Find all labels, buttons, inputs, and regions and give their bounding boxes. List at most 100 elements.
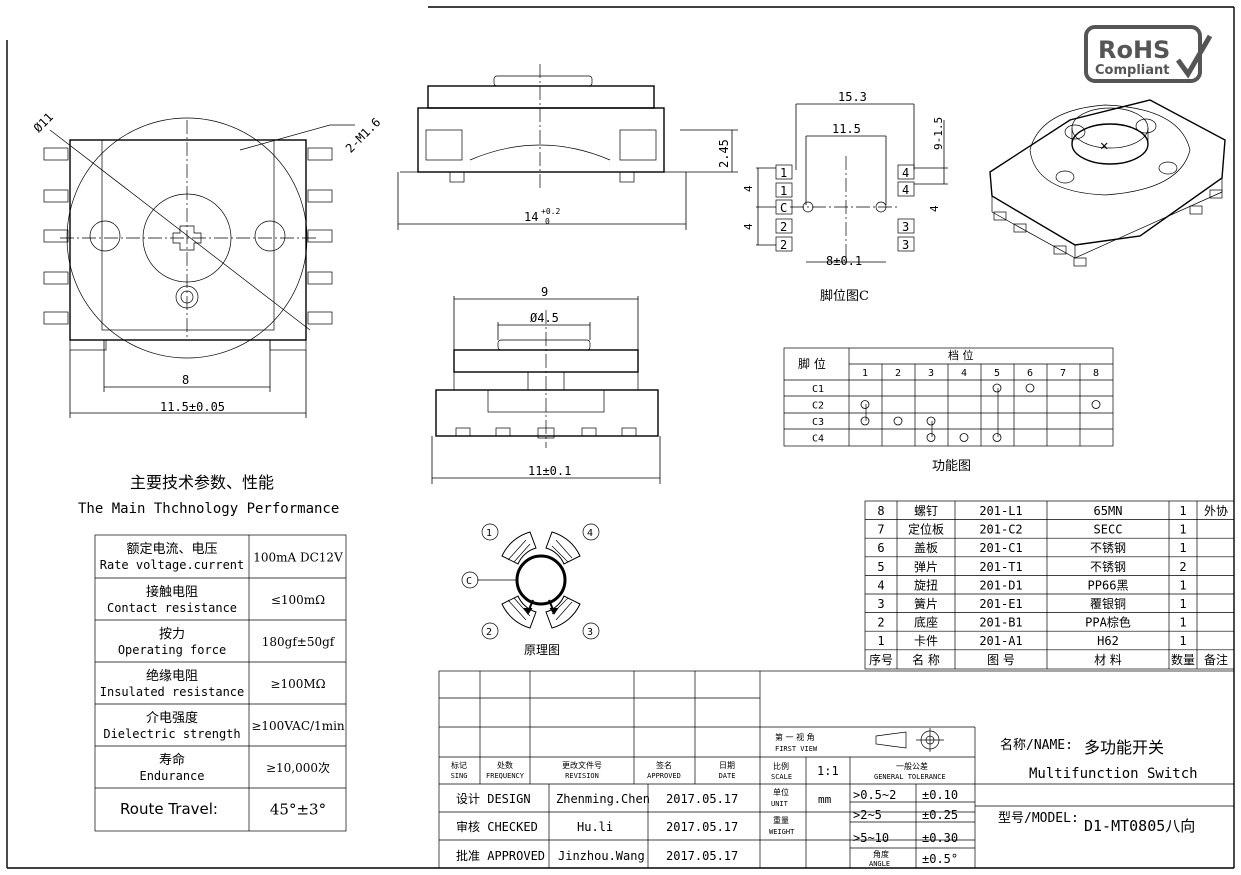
tolerance-cn: 一般公差 — [896, 761, 928, 771]
bom-cell-mat: SECC — [1094, 523, 1123, 537]
function-table-caption: 功能图 — [932, 459, 971, 474]
spec-name-en: Operating force — [118, 643, 226, 657]
rohs-text: RoHS — [1098, 36, 1170, 64]
contact-dot — [959, 433, 969, 442]
designer-name: Zhenming.Chen — [556, 792, 650, 806]
pin-box-right — [897, 218, 915, 234]
scale-en: SCALE — [771, 773, 792, 781]
bom-cell-mat: PPA棕色 — [1085, 615, 1131, 630]
weight-en: WEIGHT — [769, 828, 795, 836]
bom-cell-name: 弹片 — [914, 560, 938, 574]
dim-14-tol-lower: 0 — [545, 217, 550, 226]
bom-cell-code: 201-E1 — [979, 597, 1022, 611]
bom-cell-note: 外协 — [1204, 503, 1228, 518]
spec-name-cn: 按力 — [159, 627, 185, 642]
dim-15.3-label: 15.3 — [838, 90, 867, 104]
dim-2.45-label: 2.45 — [717, 139, 731, 168]
rev-header-cn: 更改文件号 — [562, 760, 602, 770]
position-col-header: 3 — [928, 368, 934, 379]
spec-value: 45°±3° — [270, 801, 326, 819]
bom-cell-no: 4 — [877, 578, 884, 592]
bom-cell-no: 1 — [877, 634, 884, 648]
rohs-logo: RoHS Compliant — [1084, 25, 1213, 83]
product-name-cn: 多功能开关 — [1084, 738, 1164, 757]
position-col-header: 4 — [961, 368, 967, 379]
bom-cell-no: 3 — [877, 597, 884, 611]
position-col-header: 6 — [1027, 368, 1033, 379]
dim-8-pin-label: 8±0.1 — [826, 254, 862, 268]
bom-header-code: 图 号 — [987, 653, 1015, 667]
pin-box-left — [775, 236, 793, 252]
contact-dot — [992, 433, 1002, 442]
dim-14-label: 14 — [524, 210, 538, 224]
bom-cell-mat: 不锈钢 — [1090, 541, 1126, 555]
bom-cell-name: 螺钉 — [914, 504, 938, 518]
bom-cell-code: 201-D1 — [979, 578, 1022, 592]
dim-4a-label: 4 — [742, 185, 755, 192]
approve-label: 批准 APPROVED — [456, 848, 545, 863]
checker-name: Hu.li — [577, 820, 613, 834]
dim-14-tol-upper: +0.2 — [541, 207, 560, 216]
bom-cell-code: 201-A1 — [979, 634, 1022, 648]
approve-date: 2017.05.17 — [666, 849, 738, 863]
bom-cell-name: 定位板 — [908, 522, 944, 537]
pin-box-right — [897, 236, 915, 252]
bom-cell-qty: 1 — [1179, 523, 1186, 537]
pin-label-left: C — [780, 201, 787, 215]
bom-cell-qty: 1 — [1179, 597, 1186, 611]
cross-screw-icon — [172, 225, 202, 251]
rev-header-cn: 日期 — [719, 761, 735, 770]
schematic-label-c: C — [466, 576, 472, 587]
angle-en: ANGLE — [869, 860, 890, 868]
contact-dot — [1091, 400, 1101, 409]
bom-cell-qty: 1 — [1179, 616, 1186, 630]
bom-cell-mat: H62 — [1097, 634, 1119, 648]
checkmark-icon — [1175, 34, 1213, 79]
model-number: D1-MT0805八向 — [1084, 817, 1195, 835]
bom-cell-qty: 1 — [1179, 634, 1186, 648]
spec-name-en: Dielectric strength — [103, 727, 240, 741]
spec-name-en: Contact resistance — [107, 601, 237, 615]
dim-11-label: 11±0.1 — [528, 464, 571, 478]
model-label: 型号/MODEL: — [998, 811, 1079, 826]
view-en: FIRST VIEW — [775, 745, 818, 753]
pin-label-left: 1 — [780, 184, 787, 198]
pin-label-right: 4 — [902, 166, 909, 180]
spec-value: 180gf±50gf — [262, 635, 336, 649]
pin-box-left — [775, 199, 793, 215]
pin-label-left: 2 — [780, 238, 787, 252]
bom-cell-name: 簧片 — [914, 596, 938, 611]
rev-header-cn: 标记 — [451, 760, 467, 770]
spec-name-cn: 寿命 — [159, 752, 185, 768]
bom-cell-code: 201-T1 — [979, 560, 1022, 574]
dim-4.5-label: Ø4.5 — [530, 311, 559, 325]
schematic-caption: 原理图 — [524, 643, 560, 657]
schematic-label-3: 3 — [587, 627, 593, 638]
tolerance-range: >5~10 — [853, 831, 889, 845]
bom-cell-mat: 65MN — [1094, 504, 1123, 518]
contact-dot — [1025, 383, 1035, 393]
pin-row-label: C2 — [812, 401, 824, 412]
unit-en: UNIT — [771, 800, 789, 808]
position-col-header: 7 — [1060, 368, 1066, 379]
bom-header-mat: 材 料 — [1094, 653, 1122, 667]
bom-cell-code: 201-L1 — [979, 504, 1022, 518]
rev-header-cn: 签名 — [656, 760, 672, 770]
bom-cell-code: 201-C2 — [979, 523, 1022, 537]
front-view: 9 Ø4.5 11±0.1 — [431, 285, 661, 484]
side-view: 14 +0.2 0 2.45 — [397, 64, 738, 230]
pin-label-left: 1 — [780, 166, 787, 180]
spec-value: ≥100MΩ — [270, 677, 325, 691]
design-date: 2017.05.17 — [666, 792, 738, 806]
angle-tolerance: ±0.5° — [922, 852, 958, 866]
contact-dot — [926, 433, 936, 442]
spec-value: ≤100mΩ — [271, 593, 325, 607]
title-block: 标记SING处数FREQUENCY更改文件号REVISION签名APPROVED… — [438, 670, 1235, 869]
tolerance-value: ±0.25 — [922, 808, 958, 822]
angle-cn: 角度 — [873, 849, 889, 859]
pin-header: 脚 位 — [798, 356, 826, 371]
design-label: 设计 DESIGN — [456, 792, 531, 806]
unit-value: mm — [818, 793, 832, 806]
